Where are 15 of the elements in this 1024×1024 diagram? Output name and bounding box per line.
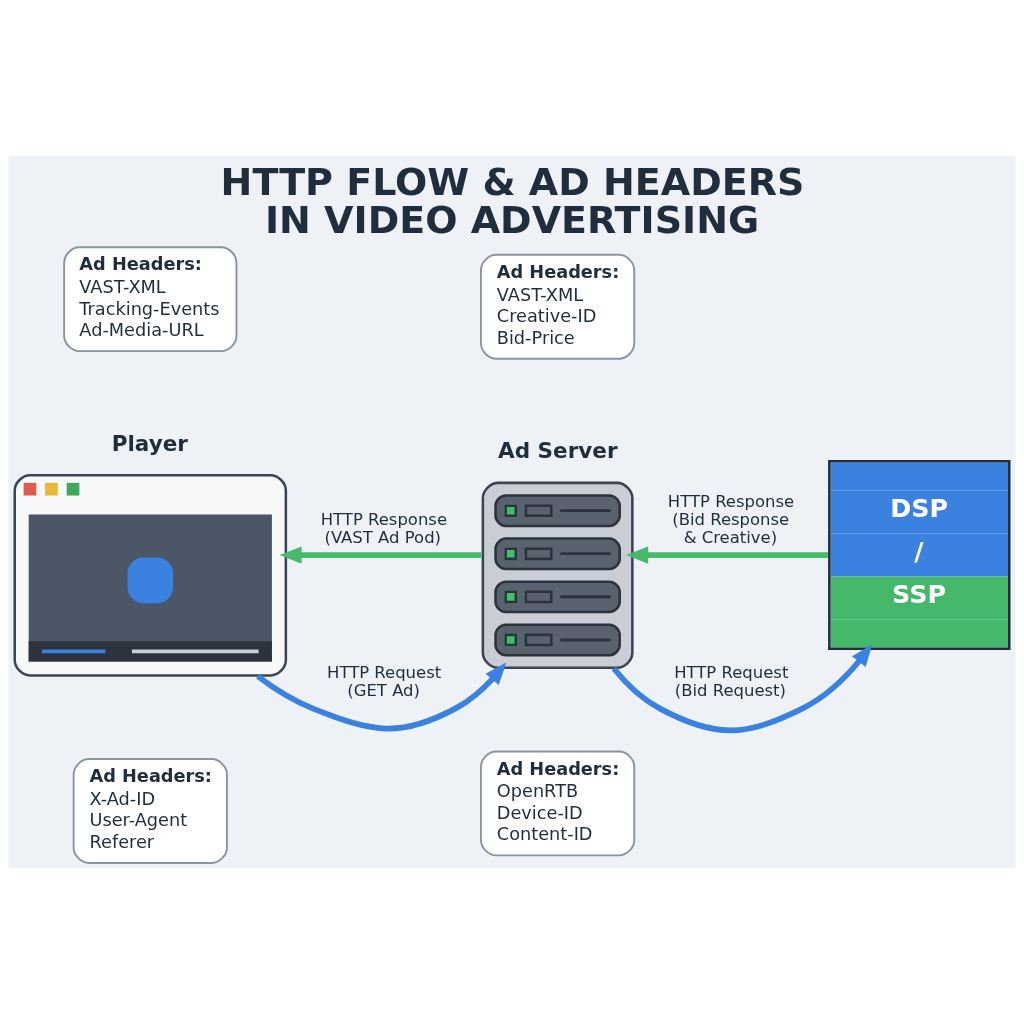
- arrow: [256, 662, 507, 732]
- arrow: [626, 546, 828, 564]
- edge-label: HTTP Request (GET Ad): [327, 663, 442, 701]
- arrow: [279, 546, 482, 564]
- arrow: [611, 644, 873, 734]
- node-box: Ad Headers: VAST-XML Creative-ID Bid-Price: [480, 253, 636, 360]
- node-label: Player: [111, 430, 188, 456]
- diagram-title: HTTP FLOW & AD HEADERS IN VIDEO ADVERTISING: [220, 160, 805, 243]
- edge-label: HTTP Response (Bid Response & Creative): [667, 492, 795, 547]
- node-box: Ad Headers: OpenRTB Device-ID Content-ID: [480, 750, 636, 857]
- node-box: Ad Headers: VAST-XML Tracking-Events Ad-Media-URL: [63, 246, 238, 353]
- node-label: Ad Server: [498, 438, 618, 464]
- node-box: Ad Headers: X-Ad-ID User-Agent Referer: [72, 758, 228, 864]
- edge-label: HTTP Request (Bid Request): [674, 663, 789, 701]
- edge-label: HTTP Response (VAST Ad Pod): [320, 510, 448, 547]
